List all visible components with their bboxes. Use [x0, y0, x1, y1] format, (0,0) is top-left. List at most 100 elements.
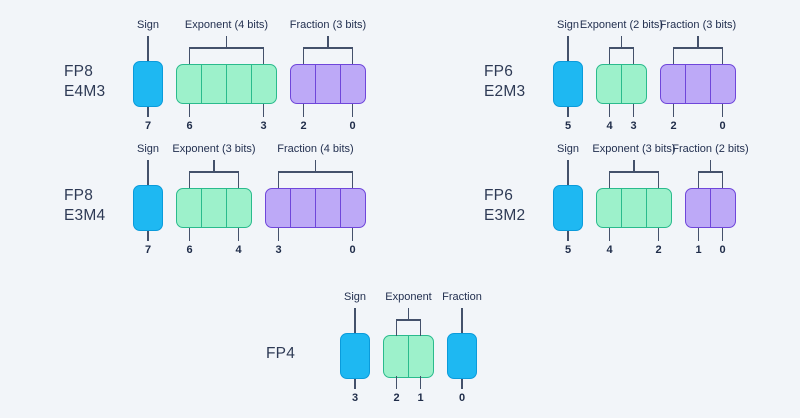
bracket	[596, 159, 672, 188]
bit-index: 2	[300, 120, 307, 132]
bracket-stem	[213, 160, 215, 171]
field-caption: Exponent (4 bits)	[184, 19, 269, 31]
format-name: FP4	[266, 345, 296, 362]
field-caption: Sign	[136, 143, 160, 155]
bracket	[265, 159, 366, 188]
connector	[553, 159, 583, 185]
cell-row	[596, 185, 672, 231]
fraction-bit-cells	[265, 188, 366, 228]
connector	[447, 307, 477, 333]
format-variant: E4M3	[64, 83, 106, 100]
bit-index: 7	[144, 120, 152, 132]
connector-line	[147, 160, 149, 185]
bit-index: 0	[349, 120, 356, 132]
tick-line	[188, 228, 191, 241]
tick-area	[176, 228, 252, 241]
fraction-bit-cells	[685, 188, 736, 228]
bit-cell	[315, 189, 340, 227]
bit-cell	[646, 189, 671, 227]
bracket-stem	[697, 36, 699, 47]
bracket-tick	[395, 319, 398, 336]
tick-line	[147, 107, 149, 117]
tick-line	[697, 228, 700, 241]
bracket-bar	[188, 47, 265, 49]
bracket-bar	[608, 47, 635, 49]
tick-line	[721, 228, 724, 241]
bit-cell	[226, 189, 251, 227]
bracket	[290, 35, 366, 64]
format-variant: E3M2	[484, 207, 526, 224]
field-caption: Sign	[136, 19, 160, 31]
bracket-tick	[351, 47, 354, 64]
bracket	[383, 307, 434, 336]
sign-bit-cell	[340, 333, 370, 379]
tick-line	[419, 376, 422, 389]
cell-row	[176, 61, 277, 107]
connector	[340, 307, 370, 333]
tick-area	[265, 228, 366, 241]
tick-area	[596, 228, 672, 241]
bracket-tick	[277, 171, 280, 188]
cell-row	[383, 333, 434, 379]
connector	[133, 35, 163, 61]
bit-index: 5	[564, 244, 572, 256]
cell-row	[596, 61, 647, 107]
bit-cell	[315, 65, 340, 103]
sign-bit-cell	[133, 185, 163, 231]
field-caption: Fraction (2 bits)	[672, 143, 749, 155]
tick-line	[672, 104, 675, 117]
tick-line	[567, 231, 569, 241]
bracket-tick	[608, 171, 611, 188]
bracket-bar	[697, 171, 724, 173]
bracket-tick	[188, 47, 191, 64]
format-name: FP8	[64, 187, 94, 204]
field-caption: Fraction	[442, 291, 482, 303]
exponent-bit-cells	[176, 188, 252, 228]
bracket-bar	[302, 47, 354, 49]
bracket-tick	[237, 171, 240, 188]
tick-line	[461, 379, 463, 389]
sign-field: Sign 5	[553, 19, 583, 134]
format-variant: E2M3	[484, 83, 526, 100]
tick-line	[147, 231, 149, 241]
connector	[133, 159, 163, 185]
bracket-tick	[721, 171, 724, 188]
cell-row	[133, 185, 163, 231]
tick-line	[608, 228, 611, 241]
bit-indexes: 7	[133, 244, 163, 258]
sign-bit-cell	[133, 61, 163, 107]
sign-bit-cell	[553, 61, 583, 107]
tick-area	[133, 107, 163, 117]
bit-index: 0	[458, 392, 466, 404]
cell-row	[447, 333, 477, 379]
bracket	[176, 35, 277, 64]
bracket-stem	[407, 308, 409, 319]
connector-line	[567, 36, 569, 61]
cell-row	[290, 61, 366, 107]
bracket-bar	[608, 171, 660, 173]
bracket	[176, 159, 252, 188]
bracket-stem	[633, 160, 635, 171]
tick-area	[596, 104, 647, 117]
bracket-tick	[632, 47, 635, 64]
tick-area	[176, 104, 277, 117]
tick-line	[721, 104, 724, 117]
bracket-tick	[672, 47, 675, 64]
bit-index: 6	[186, 120, 193, 132]
